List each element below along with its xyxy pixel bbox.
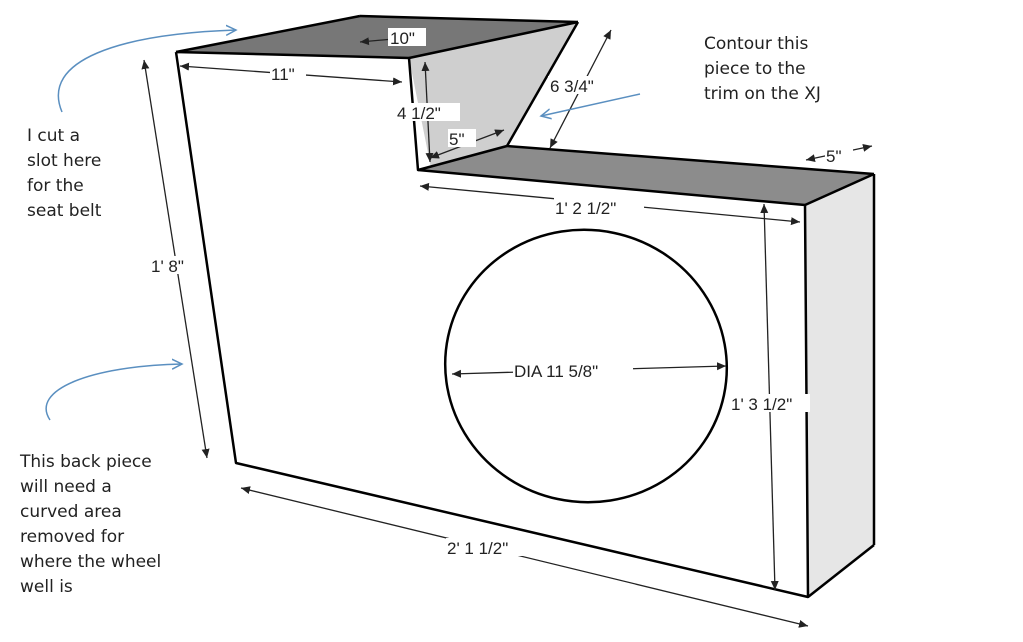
dim-slant: 6 3/4" — [548, 76, 614, 96]
dim-top-depth-label: 10" — [390, 29, 415, 48]
dim-step-depth: 5" — [448, 129, 476, 149]
dim-right-height: 1' 3 1/2" — [730, 394, 810, 414]
dim-step-height-label: 4 1/2" — [397, 104, 441, 123]
dim-lower-top: 1' 2 1/2" — [554, 198, 644, 218]
backpiece-arrow — [45, 364, 182, 421]
dim-step-depth-label: 5" — [449, 130, 465, 149]
dim-hole-diameter-label: DIA 11 5/8" — [514, 362, 598, 381]
dim-right-depth-label: 5" — [826, 147, 842, 166]
dim-bottom-width: 2' 1 1/2" — [446, 538, 538, 558]
annotation-arrows — [45, 30, 641, 421]
dim-slant-label: 6 3/4" — [550, 77, 594, 96]
dimension-labels: 10" 11" 4 1/2" 5" 6 3/4" 5" 1' 2 1/2" 1 — [150, 28, 853, 558]
contour-note: Contour this piece to the trim on the XJ — [704, 34, 821, 104]
back-piece-note: This back piece will need a curved area … — [20, 452, 162, 597]
dim-lower-top-label: 1' 2 1/2" — [555, 199, 616, 218]
dim-right-depth: 5" — [825, 146, 853, 166]
box-edges — [174, 14, 876, 599]
dim-hole-diameter: DIA 11 5/8" — [513, 361, 633, 381]
dim-top-depth: 10" — [388, 28, 426, 48]
contour-arrow — [541, 93, 641, 116]
dim-right-height-label: 1' 3 1/2" — [731, 395, 792, 414]
dim-left-height-label: 1' 8" — [151, 257, 184, 276]
dim-bottom-width-label: 2' 1 1/2" — [447, 539, 508, 558]
dim-top-width-label: 11" — [271, 65, 295, 84]
dim-left-height: 1' 8" — [150, 256, 202, 276]
right-side-face — [805, 174, 874, 597]
dim-step-height: 4 1/2" — [396, 103, 460, 123]
seatbelt-note: I cut a slot here for the seat belt — [27, 126, 102, 221]
dim-top-width: 11" — [270, 64, 306, 84]
seatbelt-arrow — [57, 30, 236, 113]
